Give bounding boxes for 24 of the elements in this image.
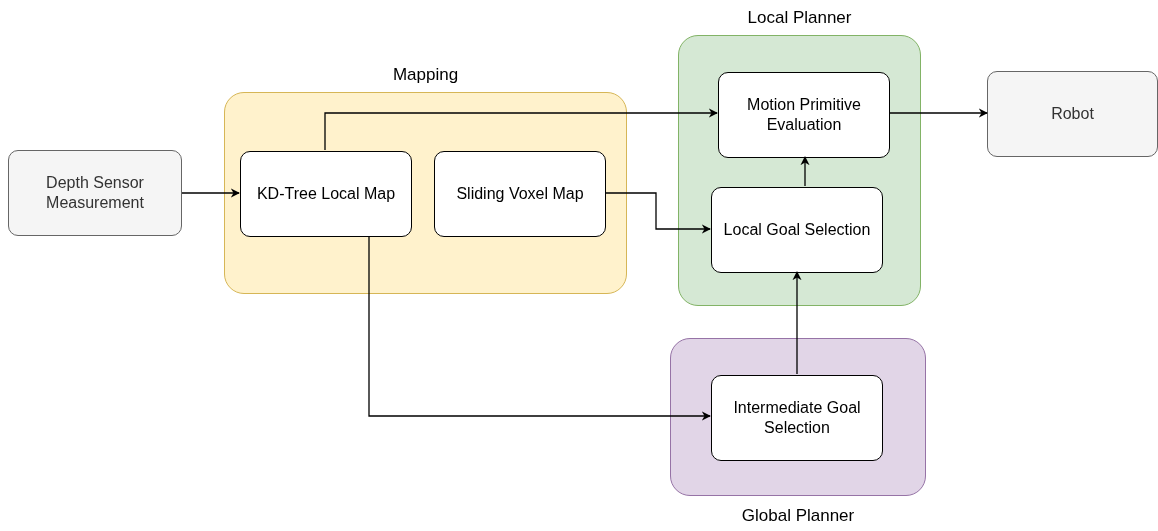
arrow (604, 192, 711, 234)
arrow (368, 235, 711, 421)
box-label: Depth Sensor Measurement (45, 173, 145, 213)
process-box (434, 151, 606, 237)
arrow (792, 271, 802, 375)
box-label: Sliding Voxel Map (455, 184, 585, 204)
group-heading: Local Planner (746, 8, 853, 28)
arrow (181, 188, 240, 198)
box-label: Robot (1050, 104, 1095, 124)
group-heading: Global Planner (740, 506, 856, 526)
process-box (987, 71, 1158, 157)
box-label: Motion Primitive Evaluation (746, 95, 862, 135)
process-box (711, 187, 883, 273)
arrow (324, 108, 718, 151)
box-label: Local Goal Selection (722, 220, 872, 240)
process-box (240, 151, 412, 237)
arrow (888, 108, 988, 118)
process-box (718, 72, 890, 158)
process-box (8, 150, 182, 236)
box-label: KD-Tree Local Map (255, 184, 397, 204)
group-heading: Mapping (391, 65, 460, 85)
process-box (711, 375, 883, 461)
arrow (800, 156, 810, 187)
box-label: Intermediate Goal Selection (732, 398, 862, 438)
